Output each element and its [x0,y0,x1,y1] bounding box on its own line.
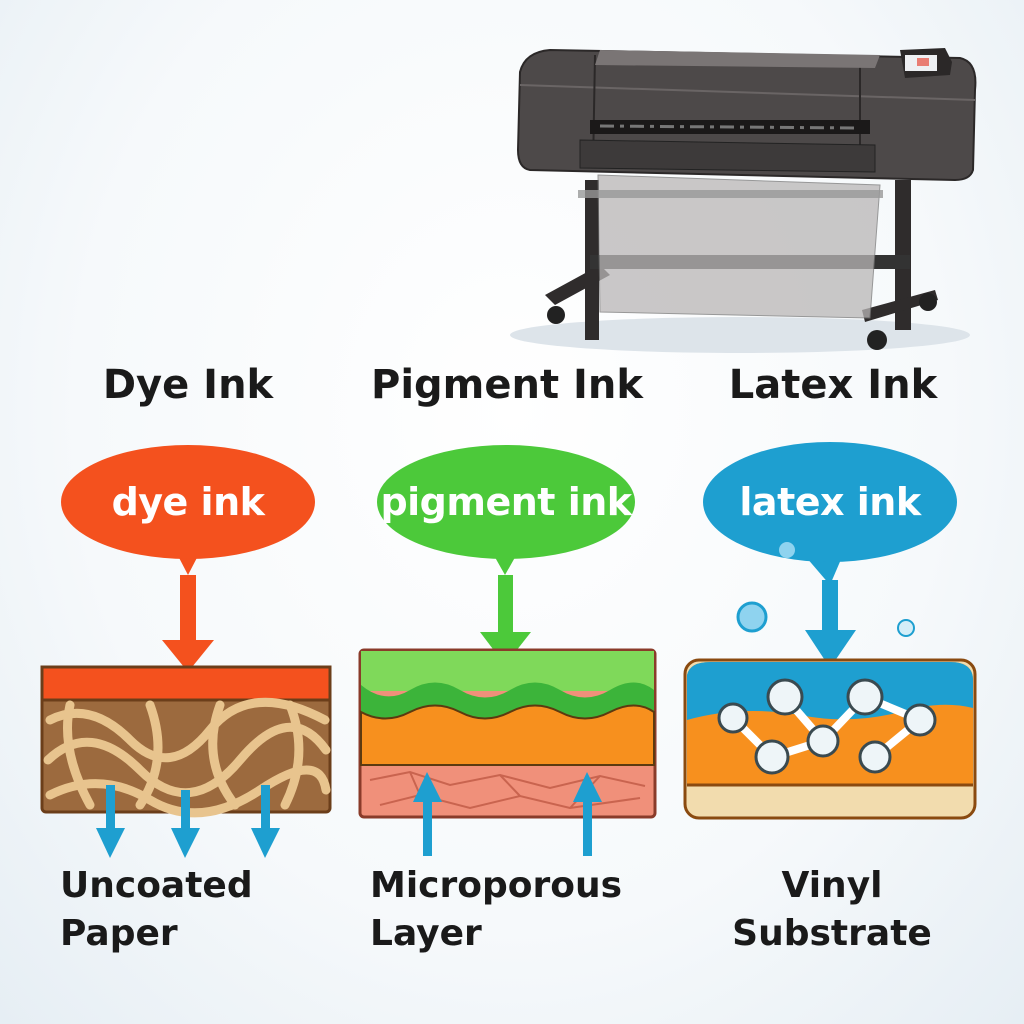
label-line: Microporous [370,865,623,906]
latex-ink-diagram [683,442,977,820]
heading-dye-ink: Dye Ink [102,362,274,408]
bubble-text-dye: dye ink [111,480,265,524]
label-microporous-layer: Microporous Layer [370,862,622,958]
label-line: Layer [370,913,482,954]
arrow-down-icon [805,630,856,668]
heading-pigment-ink: Pigment Ink [371,362,643,408]
bubble-text-pigment: pigment ink [380,480,632,524]
arrow-down-icon [162,640,214,672]
label-line: Paper [60,913,178,954]
label-line: Uncoated [60,865,253,906]
label-uncoated-paper: Uncoated Paper [60,862,253,958]
label-vinyl-substrate: Vinyl Substrate [732,862,932,958]
large-format-printer [510,48,977,353]
heading-latex-ink: Latex Ink [728,362,938,408]
bubble-text-latex: latex ink [739,480,921,524]
dye-ink-diagram [40,445,332,858]
latex-ink-bubble [703,442,957,562]
label-line: Vinyl [781,865,883,906]
label-line: Substrate [732,913,932,954]
dye-ink-bubble [61,445,315,559]
pigment-ink-bubble [377,445,635,559]
absorption-arrows [96,785,280,858]
pigment-ink-diagram [358,445,657,856]
upward-arrows [413,772,602,856]
